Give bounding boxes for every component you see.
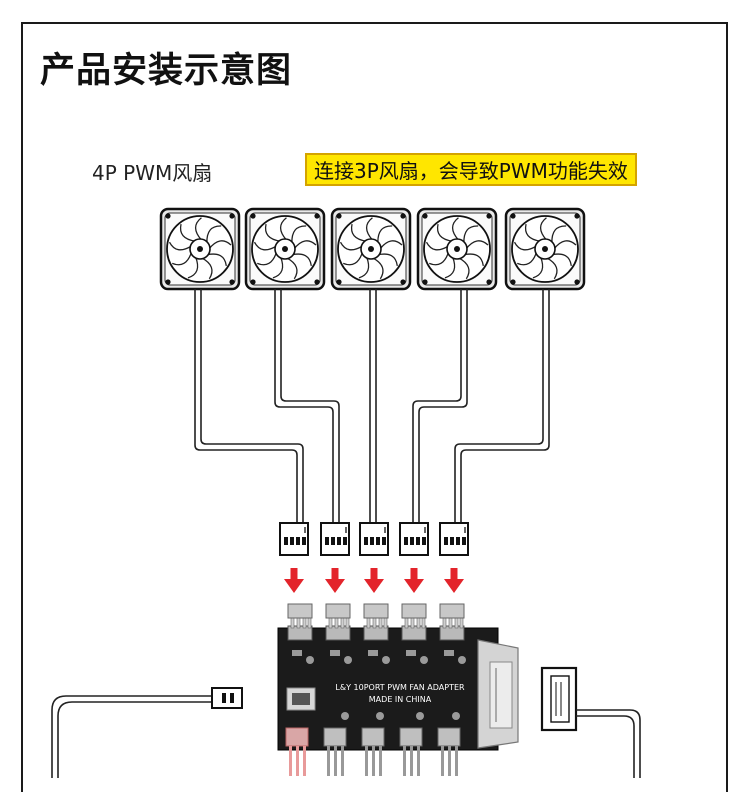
fan-plug-4 [399,522,429,556]
insert-arrow-3 [364,568,384,593]
fan-plug-1 [279,522,309,556]
pcb-label-line1: L&Y 10PORT PWM FAN ADAPTER [335,683,465,692]
fan-3 [330,207,412,291]
fan-2 [244,207,326,291]
sata-power-cable [540,666,641,778]
insert-arrow-5 [444,568,464,593]
fan-hub-board: L&Y 10PORT PWM FAN ADAPTER MADE IN CHINA [277,603,519,776]
page-title: 产品安装示意图 [40,51,293,91]
fan-cables [194,289,550,522]
fan-5 [504,207,586,291]
fan-type-label: 4P PWM风扇 [92,161,213,185]
fan-plug-5 [439,522,469,556]
pcb-label-line2: MADE IN CHINA [369,695,432,704]
insert-arrow-2 [325,568,345,593]
insert-arrow-4 [404,568,424,593]
fan-plug-3 [359,522,389,556]
warning-callout: 连接3P风扇，会导致PWM功能失效 [305,153,637,186]
tach-cable [51,687,243,778]
fan-4 [416,207,498,291]
insert-arrow-1 [284,568,304,593]
fan-1 [159,207,241,291]
diagram-frame [21,22,728,792]
fan-plug-2 [320,522,350,556]
